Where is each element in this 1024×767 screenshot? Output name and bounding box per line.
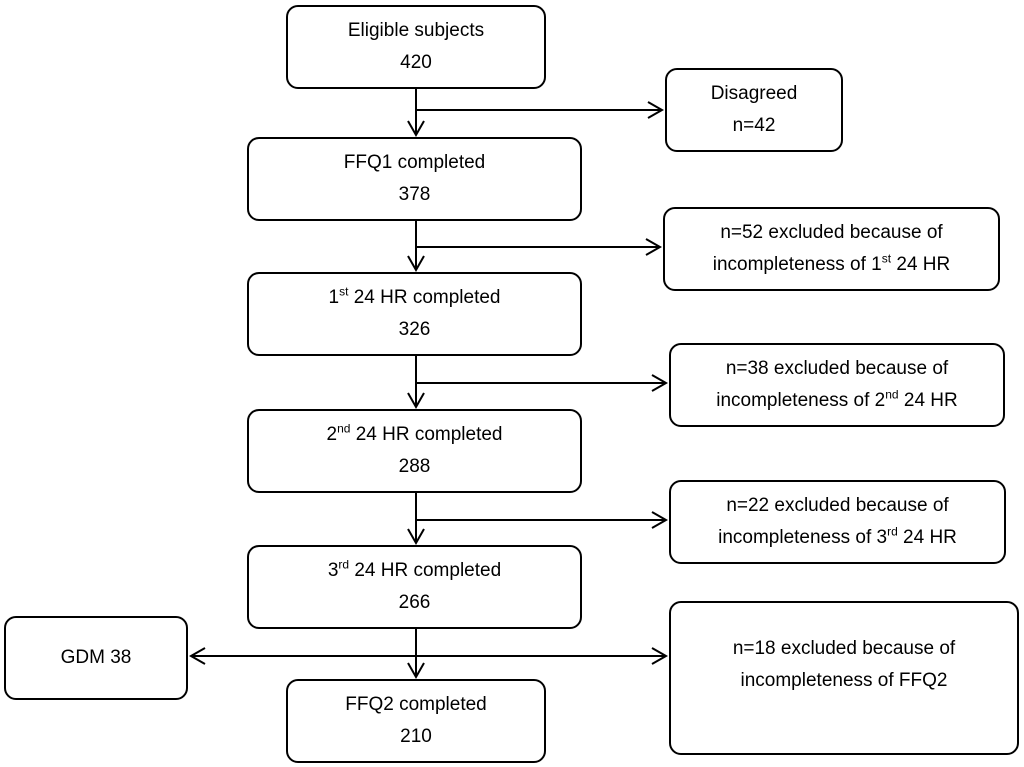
arrowhead-ex4: [651, 647, 669, 665]
hr3-count: 266: [398, 592, 431, 613]
eligible-count: 420: [400, 52, 432, 73]
arrowhead-hr3: [407, 528, 425, 546]
hr1-ordinal: 1: [328, 287, 340, 308]
exclusion-hr2-pre: incompleteness of 2: [716, 390, 886, 411]
exclusion-hr1-box: n=52 excluded because of incompleteness …: [663, 207, 1000, 291]
disagreed-count: n=42: [732, 115, 776, 136]
hr2-label: 24 HR completed: [350, 424, 503, 445]
exclusion-hr3-suffix: rd: [887, 524, 898, 539]
arrowhead-hr2: [407, 392, 425, 410]
ffq1-count: 378: [398, 184, 431, 205]
exclusion-hr3-pre: incompleteness of 3: [718, 527, 888, 548]
ffq1-completed-box: FFQ1 completed 378: [247, 137, 582, 221]
ffq1-label: FFQ1 completed: [343, 152, 486, 173]
arrowhead-ex3: [651, 511, 669, 529]
exclusion-hr2-suffix: nd: [885, 387, 899, 402]
arrowhead-gdm: [188, 647, 206, 665]
hr1-label: 24 HR completed: [348, 287, 501, 308]
arrowhead-ex2: [651, 374, 669, 392]
ffq2-count: 210: [400, 726, 432, 747]
exclusion-hr1-line2: incompleteness of 1st 24 HR: [713, 249, 950, 281]
arrowhead-ffq2: [407, 662, 425, 680]
gdm-box: GDM 38: [4, 616, 188, 700]
ffq2-label: FFQ2 completed: [345, 694, 487, 715]
hr3-ordinal: 3: [327, 560, 339, 581]
hr3-ordinal-suffix: rd: [338, 557, 350, 572]
exclusion-ffq2-line1: n=18 excluded because of: [732, 638, 956, 659]
disagreed-label: Disagreed: [710, 83, 798, 104]
hr3-label-line: 3rd 24 HR completed: [328, 555, 501, 587]
hr2-completed-box: 2nd 24 HR completed 288: [247, 409, 582, 493]
arrowhead-ffq1: [407, 120, 425, 138]
arrowhead-ex1: [645, 238, 663, 256]
hr2-ordinal-suffix: nd: [337, 421, 351, 436]
exclusion-hr3-box: n=22 excluded because of incompleteness …: [669, 480, 1006, 564]
ffq2-completed-box: FFQ2 completed 210: [286, 679, 546, 763]
exclusion-ffq2-box: n=18 excluded because of incompleteness …: [669, 601, 1019, 755]
exclusion-ffq2-line2: incompleteness of FFQ2: [740, 670, 948, 691]
hr3-completed-box: 3rd 24 HR completed 266: [247, 545, 582, 629]
hr1-count: 326: [398, 319, 431, 340]
gdm-label: GDM 38: [60, 647, 132, 668]
exclusion-hr3-line1: n=22 excluded because of: [726, 495, 949, 516]
exclusion-hr1-pre: incompleteness of 1: [712, 254, 882, 275]
exclusion-hr1-suffix: st: [881, 251, 892, 266]
eligible-label: Eligible subjects: [347, 20, 485, 41]
exclusion-hr2-box: n=38 excluded because of incompleteness …: [669, 343, 1005, 427]
exclusion-hr1-post: 24 HR: [891, 254, 951, 275]
exclusion-hr2-line2: incompleteness of 2nd 24 HR: [716, 385, 958, 417]
arrowhead-hr1: [407, 255, 425, 273]
exclusion-hr2-post: 24 HR: [898, 390, 958, 411]
hr3-label: 24 HR completed: [349, 560, 502, 581]
arrowhead-disagreed: [647, 101, 665, 119]
exclusion-hr2-line1: n=38 excluded because of: [725, 358, 949, 379]
eligible-subjects-box: Eligible subjects 420: [286, 5, 546, 89]
exclusion-hr3-post: 24 HR: [897, 527, 957, 548]
hr1-label-line: 1st 24 HR completed: [329, 282, 501, 314]
hr2-ordinal: 2: [326, 424, 338, 445]
disagreed-box: Disagreed n=42: [665, 68, 843, 152]
exclusion-hr1-line1: n=52 excluded because of: [720, 222, 943, 243]
exclusion-hr3-line2: incompleteness of 3rd 24 HR: [718, 522, 957, 554]
hr1-ordinal-suffix: st: [339, 284, 349, 299]
hr2-label-line: 2nd 24 HR completed: [326, 419, 502, 451]
hr2-count: 288: [398, 456, 431, 477]
hr1-completed-box: 1st 24 HR completed 326: [247, 272, 582, 356]
